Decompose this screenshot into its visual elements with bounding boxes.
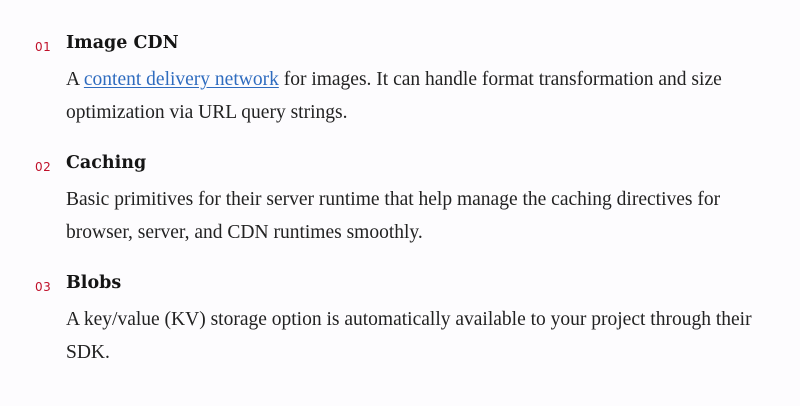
description-text: for images. It can handle format transfo… (66, 69, 722, 123)
item-description: Basic primitives for their server runtim… (66, 189, 721, 243)
item-number: 02 (35, 160, 52, 174)
item-title: Blobs (66, 273, 122, 293)
item-number: 03 (35, 280, 52, 294)
item-description: A key/value (KV) storage option is autom… (66, 309, 752, 363)
item-title: Image CDN (66, 33, 179, 53)
item-title: Caching (66, 153, 147, 173)
description-text: A (66, 69, 84, 90)
item-number: 01 (35, 40, 52, 54)
item-description: A content delivery network for images. I… (66, 63, 766, 129)
content-delivery-network-link[interactable]: content delivery network (83, 69, 279, 90)
